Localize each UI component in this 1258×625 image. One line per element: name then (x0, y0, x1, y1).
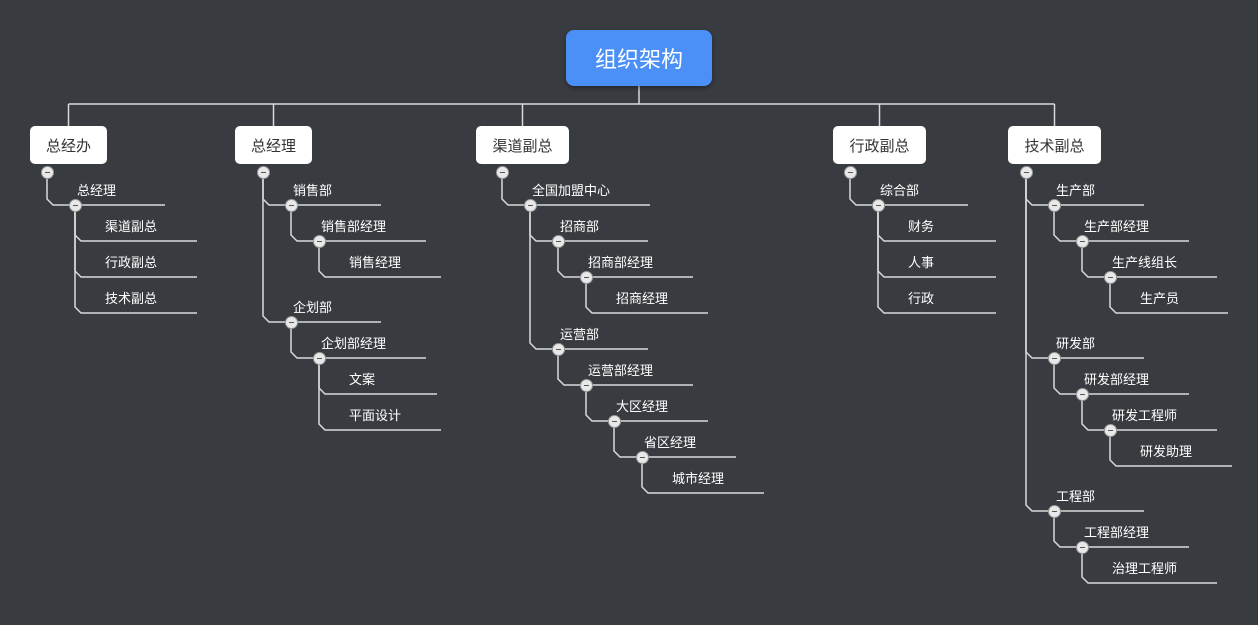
root-topic[interactable]: 组织架构 (566, 30, 712, 86)
collapse-toggle-icon[interactable] (40, 165, 54, 179)
connector-line (318, 364, 441, 431)
connector-line (1053, 517, 1189, 548)
subtopic-node[interactable]: 行政 (908, 292, 935, 307)
connector-line (1081, 247, 1217, 278)
collapse-toggle-icon[interactable] (1047, 504, 1061, 518)
subtopic-node[interactable]: 招商部 (560, 220, 600, 235)
connector-line (585, 283, 708, 314)
collapse-toggle-icon[interactable] (312, 351, 326, 365)
connector-line (1109, 283, 1228, 314)
subtopic-node[interactable]: 研发助理 (1140, 445, 1193, 460)
subtopic-node[interactable]: 销售部 (293, 184, 333, 199)
connector-line (1109, 436, 1232, 467)
subtopic-node[interactable]: 生产线组长 (1112, 256, 1178, 271)
collapse-toggle-icon[interactable] (871, 198, 885, 212)
subtopic-node[interactable]: 大区经理 (616, 400, 669, 415)
subtopic-node[interactable]: 生产部 (1056, 184, 1096, 199)
collapse-toggle-icon[interactable] (284, 315, 298, 329)
subtopic-node[interactable]: 财务 (908, 220, 935, 235)
connector-line (557, 355, 693, 386)
connector-line (529, 211, 648, 350)
subtopic-node[interactable]: 人事 (908, 256, 935, 271)
subtopic-node[interactable]: 全国加盟中心 (532, 184, 611, 199)
subtopic-node[interactable]: 研发部经理 (1084, 373, 1150, 388)
subtopic-node[interactable]: 运营部经理 (588, 364, 654, 379)
connector-line (585, 391, 708, 422)
connector-line (290, 211, 426, 242)
branch-topic[interactable]: 渠道副总 (476, 126, 569, 164)
collapse-toggle-icon[interactable] (1047, 198, 1061, 212)
collapse-toggle-icon[interactable] (256, 165, 270, 179)
subtopic-node[interactable]: 省区经理 (644, 436, 697, 451)
subtopic-node[interactable]: 文案 (349, 373, 376, 388)
branch-topic[interactable]: 总经办 (30, 126, 107, 164)
subtopic-node[interactable]: 渠道副总 (105, 220, 158, 235)
collapse-toggle-icon[interactable] (312, 234, 326, 248)
subtopic-node[interactable]: 生产员 (1140, 292, 1180, 307)
subtopic-node[interactable]: 销售经理 (349, 256, 402, 271)
subtopic-node[interactable]: 治理工程师 (1112, 562, 1178, 577)
connector-line (74, 211, 197, 314)
collapse-toggle-icon[interactable] (1047, 351, 1061, 365)
collapse-toggle-icon[interactable] (1019, 165, 1033, 179)
subtopic-node[interactable]: 企划部经理 (321, 337, 387, 352)
subtopic-node[interactable]: 招商经理 (616, 292, 669, 307)
connector-line (1053, 364, 1189, 395)
connector-line (613, 427, 736, 458)
collapse-toggle-icon[interactable] (1103, 423, 1117, 437)
collapse-toggle-icon[interactable] (495, 165, 509, 179)
subtopic-node[interactable]: 平面设计 (349, 409, 402, 424)
collapse-toggle-icon[interactable] (1075, 387, 1089, 401)
subtopic-node[interactable]: 工程部经理 (1084, 526, 1150, 541)
connector-line (318, 247, 441, 278)
collapse-toggle-icon[interactable] (635, 450, 649, 464)
collapse-toggle-icon[interactable] (579, 378, 593, 392)
connector-line (1081, 400, 1217, 431)
subtopic-node[interactable]: 招商部经理 (588, 256, 654, 271)
connector-line (1081, 553, 1217, 584)
connector-line (501, 178, 650, 206)
subtopic-node[interactable]: 研发工程师 (1112, 409, 1178, 424)
collapse-toggle-icon[interactable] (1075, 540, 1089, 554)
subtopic-node[interactable]: 技术副总 (105, 292, 158, 307)
collapse-toggle-icon[interactable] (1075, 234, 1089, 248)
collapse-toggle-icon[interactable] (284, 198, 298, 212)
subtopic-node[interactable]: 工程部 (1056, 490, 1096, 505)
subtopic-node[interactable]: 运营部 (560, 328, 600, 343)
subtopic-node[interactable]: 研发部 (1056, 337, 1096, 352)
connector-line (849, 178, 968, 206)
connector-line (1053, 211, 1189, 242)
subtopic-node[interactable]: 总经理 (77, 184, 117, 199)
connector-line (557, 247, 693, 278)
connector-line (641, 463, 764, 494)
connector-line (290, 328, 426, 359)
branch-topic[interactable]: 总经理 (235, 126, 312, 164)
connector-line (877, 211, 996, 314)
connector-line (262, 178, 381, 323)
collapse-toggle-icon[interactable] (607, 414, 621, 428)
collapse-toggle-icon[interactable] (1103, 270, 1117, 284)
subtopic-node[interactable]: 生产部经理 (1084, 220, 1150, 235)
collapse-toggle-icon[interactable] (68, 198, 82, 212)
collapse-toggle-icon[interactable] (551, 234, 565, 248)
subtopic-node[interactable]: 企划部 (293, 301, 333, 316)
connector-line (1025, 178, 1144, 512)
subtopic-node[interactable]: 城市经理 (672, 472, 725, 487)
subtopic-node[interactable]: 销售部经理 (321, 220, 387, 235)
subtopic-node[interactable]: 综合部 (880, 184, 920, 199)
collapse-toggle-icon[interactable] (843, 165, 857, 179)
branch-topic[interactable]: 技术副总 (1008, 126, 1101, 164)
collapse-toggle-icon[interactable] (523, 198, 537, 212)
subtopic-node[interactable]: 行政副总 (105, 256, 158, 271)
connector-line (46, 178, 165, 206)
collapse-toggle-icon[interactable] (579, 270, 593, 284)
branch-topic[interactable]: 行政副总 (833, 126, 926, 164)
collapse-toggle-icon[interactable] (551, 342, 565, 356)
